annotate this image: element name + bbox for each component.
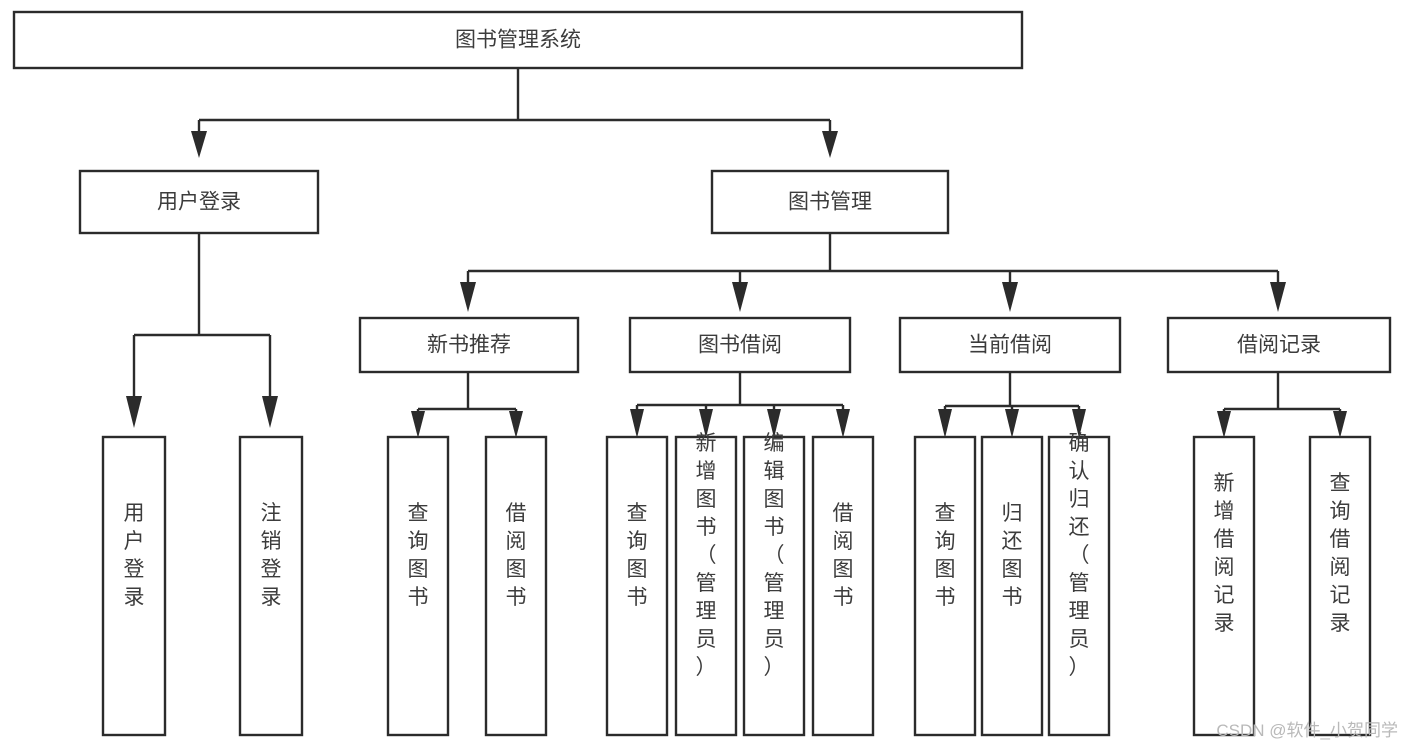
leaf-borrow-record-add-label: 新增借阅记录: [1214, 472, 1235, 635]
leaf-current-borrow-confirm-box[interactable]: [1047, 435, 1111, 737]
node-book-management-box[interactable]: [710, 169, 950, 235]
node-new-book-recommend-box[interactable]: [358, 316, 580, 374]
leaf-borrow-record-query-box[interactable]: [1308, 435, 1372, 737]
leaf-book-borrow-query-label: 查询图书: [627, 502, 648, 609]
node-user-login[interactable]: 用户登录: [78, 169, 320, 235]
node-root-label: 图书管理系统: [455, 29, 581, 52]
leaf-current-borrow-query-label: 查询图书: [935, 502, 956, 609]
node-borrow-record-label: 借阅记录: [1237, 334, 1321, 357]
node-book-management-label: 图书管理: [788, 191, 872, 214]
arrowhead-book-manage: [822, 131, 838, 158]
node-book-borrow-box[interactable]: [628, 316, 852, 374]
leaf-borrow-record-add-box[interactable]: [1192, 435, 1256, 737]
leaf-current-borrow-query[interactable]: 查询图书: [913, 435, 977, 737]
arrowhead-leaf-logout: [262, 396, 278, 428]
leaf-user-login-login[interactable]: 用户登录: [101, 435, 167, 737]
arrowhead-borrow-record: [1270, 282, 1286, 312]
arrowhead-br-leaf-2: [1333, 411, 1347, 438]
arrowhead-current-borrow: [1002, 282, 1018, 312]
arrowhead-br-leaf-1: [1217, 411, 1231, 438]
leaf-book-borrow-borrow[interactable]: 借阅图书: [811, 435, 875, 737]
arrowhead-bb-leaf-4: [836, 409, 850, 438]
leaf-book-borrow-borrow-box[interactable]: [811, 435, 875, 737]
leaf-current-borrow-return[interactable]: 归还图书: [980, 435, 1044, 737]
leaf-book-borrow-add-box[interactable]: [674, 435, 738, 737]
leaf-current-borrow-confirm-label: 确认归还（管理员）: [1069, 432, 1090, 679]
leaf-book-borrow-add[interactable]: 新增图书（管理员）: [674, 432, 738, 737]
node-current-borrow-label: 当前借阅: [968, 334, 1052, 357]
leaf-new-book-borrow-label: 借阅图书: [506, 502, 527, 609]
arrowhead-bb-leaf-1: [630, 409, 644, 438]
leaf-user-login-logout-label: 注销登录: [261, 502, 282, 609]
node-book-management[interactable]: 图书管理: [710, 169, 950, 235]
node-user-login-label: 用户登录: [157, 191, 241, 214]
leaf-new-book-borrow-box[interactable]: [484, 435, 548, 737]
leaf-user-login-login-box[interactable]: [101, 435, 167, 737]
leaf-book-borrow-edit-box[interactable]: [742, 435, 806, 737]
arrowhead-nb-leaf-2: [509, 411, 523, 438]
node-root-box[interactable]: [12, 10, 1024, 70]
arrowhead-cb-leaf-1: [938, 409, 952, 438]
arrowhead-cb-leaf-3: [1072, 409, 1086, 438]
leaf-current-borrow-return-label: 归还图书: [1002, 502, 1023, 609]
leaf-new-book-query-label: 查询图书: [408, 502, 429, 609]
node-new-book-recommend[interactable]: 新书推荐: [358, 316, 580, 374]
leaf-user-login-logout-box[interactable]: [238, 435, 304, 737]
leaf-new-book-query[interactable]: 查询图书: [386, 435, 450, 737]
node-current-borrow-box[interactable]: [898, 316, 1122, 374]
arrowhead-leaf-user-login: [126, 396, 142, 428]
node-book-borrow-label: 图书借阅: [698, 334, 782, 357]
watermark-label: CSDN @软件_小贺同学: [1216, 721, 1398, 740]
leaf-book-borrow-edit-label: 编辑图书（管理员）: [764, 432, 785, 679]
leaf-current-borrow-return-box[interactable]: [980, 435, 1044, 737]
node-new-book-recommend-label: 新书推荐: [427, 334, 511, 357]
arrowhead-new-book-recommend: [460, 282, 476, 312]
leaf-borrow-record-query-label: 查询借阅记录: [1330, 472, 1351, 635]
arrowhead-bb-leaf-2: [699, 409, 713, 438]
node-book-borrow[interactable]: 图书借阅: [628, 316, 852, 374]
leaf-book-borrow-query[interactable]: 查询图书: [605, 435, 669, 737]
leaf-new-book-query-box[interactable]: [386, 435, 450, 737]
leaf-user-login-logout[interactable]: 注销登录: [238, 435, 304, 737]
arrowhead-nb-leaf-1: [411, 411, 425, 438]
node-current-borrow[interactable]: 当前借阅: [898, 316, 1122, 374]
leaf-new-book-borrow[interactable]: 借阅图书: [484, 435, 548, 737]
leaf-current-borrow-confirm[interactable]: 确认归还（管理员）: [1047, 432, 1111, 737]
node-borrow-record[interactable]: 借阅记录: [1166, 316, 1392, 374]
node-root-system[interactable]: 图书管理系统: [12, 10, 1024, 70]
leaf-book-borrow-query-box[interactable]: [605, 435, 669, 737]
leaf-borrow-record-add[interactable]: 新增借阅记录: [1192, 435, 1256, 737]
arrowhead-cb-leaf-2: [1005, 409, 1019, 438]
node-user-login-box[interactable]: [78, 169, 320, 235]
leaf-book-borrow-edit[interactable]: 编辑图书（管理员）: [742, 432, 806, 737]
connector-layer: [126, 68, 1347, 438]
leaf-user-login-login-label: 用户登录: [124, 502, 145, 609]
leaf-book-borrow-borrow-label: 借阅图书: [833, 502, 854, 609]
arrowhead-book-borrow: [732, 282, 748, 312]
leaf-borrow-record-query[interactable]: 查询借阅记录: [1308, 435, 1372, 737]
arrowhead-user-login: [191, 131, 207, 158]
arrowhead-bb-leaf-3: [767, 409, 781, 438]
leaf-current-borrow-query-box[interactable]: [913, 435, 977, 737]
leaf-book-borrow-add-label: 新增图书（管理员）: [696, 432, 717, 679]
node-borrow-record-box[interactable]: [1166, 316, 1392, 374]
